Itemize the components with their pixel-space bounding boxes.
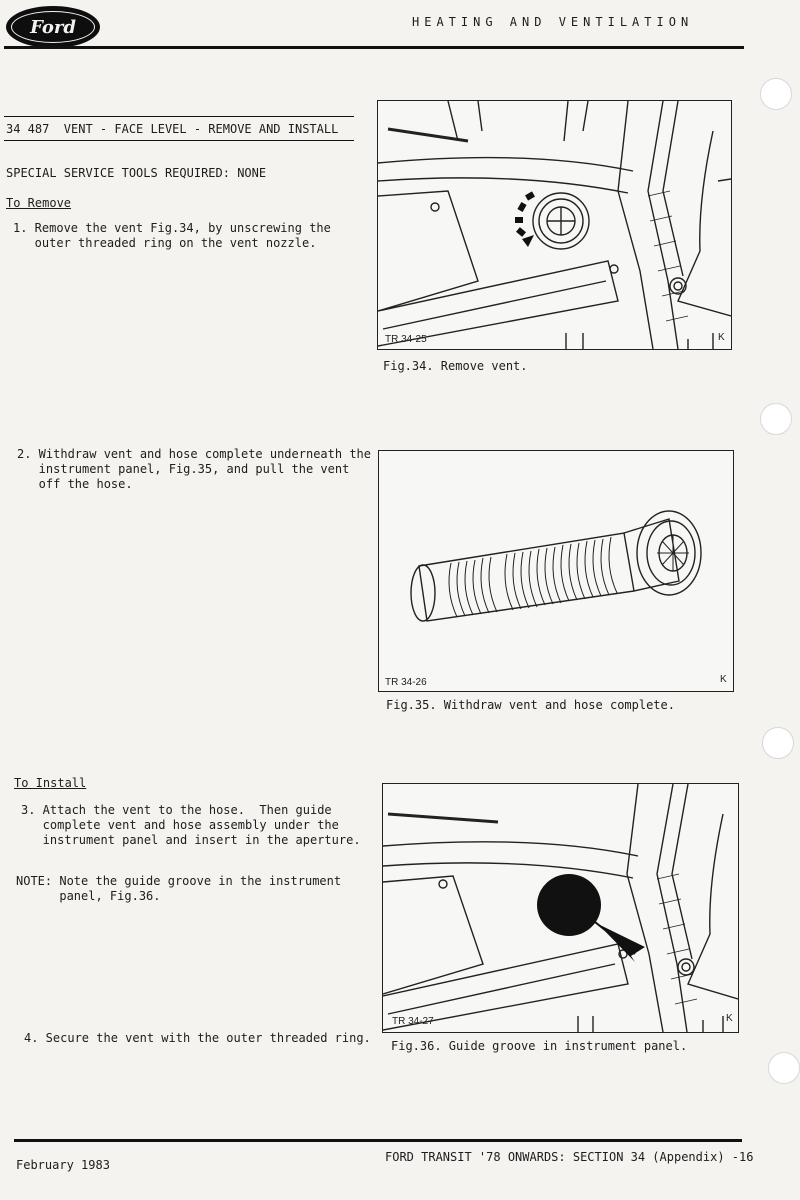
figure-34-ref: TR 34-25 — [385, 334, 427, 345]
step-3-line-1: 3. Attach the vent to the hose. Then gui… — [21, 803, 332, 817]
punch-hole-2 — [760, 403, 792, 435]
step-2-line-1: 2. Withdraw vent and hose complete under… — [17, 447, 372, 461]
figure-36 — [382, 783, 739, 1033]
note-line-2: panel, Fig.36. — [16, 889, 161, 903]
figure-35-illustration — [410, 510, 702, 622]
figure-35 — [378, 450, 734, 692]
figure-35-mark: K — [720, 674, 727, 685]
figure-34-caption: Fig.34. Remove vent. — [383, 359, 528, 373]
footer-publication: FORD TRANSIT '78 ONWARDS: SECTION 34 (Ap… — [385, 1150, 754, 1164]
punch-hole-1 — [760, 78, 792, 110]
figure-36-mark: K — [726, 1013, 733, 1024]
footer-rule — [14, 1139, 742, 1142]
step-2-line-2: instrument panel, Fig.35, and pull the v… — [17, 462, 350, 476]
footer-date: February 1983 — [16, 1158, 110, 1172]
page-header-title: HEATING AND VENTILATION — [412, 15, 694, 29]
to-remove-heading: To Remove — [6, 196, 72, 210]
figure-36-caption: Fig.36. Guide groove in instrument panel… — [391, 1039, 688, 1053]
step-4: 4. Secure the vent with the outer thread… — [24, 1031, 371, 1045]
figure-34-mark: K — [718, 332, 725, 343]
figure-36-ref: TR 34-27 — [392, 1016, 434, 1027]
ford-logo-text: Ford — [30, 16, 76, 38]
section-title: 34 487 VENT - FACE LEVEL - REMOVE AND IN… — [6, 122, 339, 136]
step-3-line-3: instrument panel and insert in the apert… — [21, 833, 361, 847]
step-3-line-2: complete vent and hose assembly under th… — [21, 818, 339, 832]
figure-36-illustration — [383, 784, 738, 1032]
figure-35-caption: Fig.35. Withdraw vent and hose complete. — [386, 698, 675, 712]
header-rule — [4, 46, 744, 49]
figure-34 — [377, 100, 732, 350]
section-title-bottom-rule — [4, 140, 354, 141]
to-install-heading: To Install — [14, 776, 87, 790]
step-1-line-1: 1. Remove the vent Fig.34, by unscrewing… — [13, 221, 331, 235]
section-title-top-rule — [4, 116, 354, 117]
figure-35-ref: TR 34-26 — [385, 677, 427, 688]
step-2-line-3: off the hose. — [17, 477, 133, 491]
punch-hole-4 — [768, 1052, 800, 1084]
special-tools-text: SPECIAL SERVICE TOOLS REQUIRED: NONE — [6, 166, 267, 180]
punch-hole-3 — [762, 727, 794, 759]
note-line-1: NOTE: Note the guide groove in the instr… — [16, 874, 342, 888]
ford-logo: Ford — [6, 6, 100, 48]
step-1-line-2: outer threaded ring on the vent nozzle. — [13, 236, 317, 250]
figure-34-illustration — [378, 101, 731, 349]
